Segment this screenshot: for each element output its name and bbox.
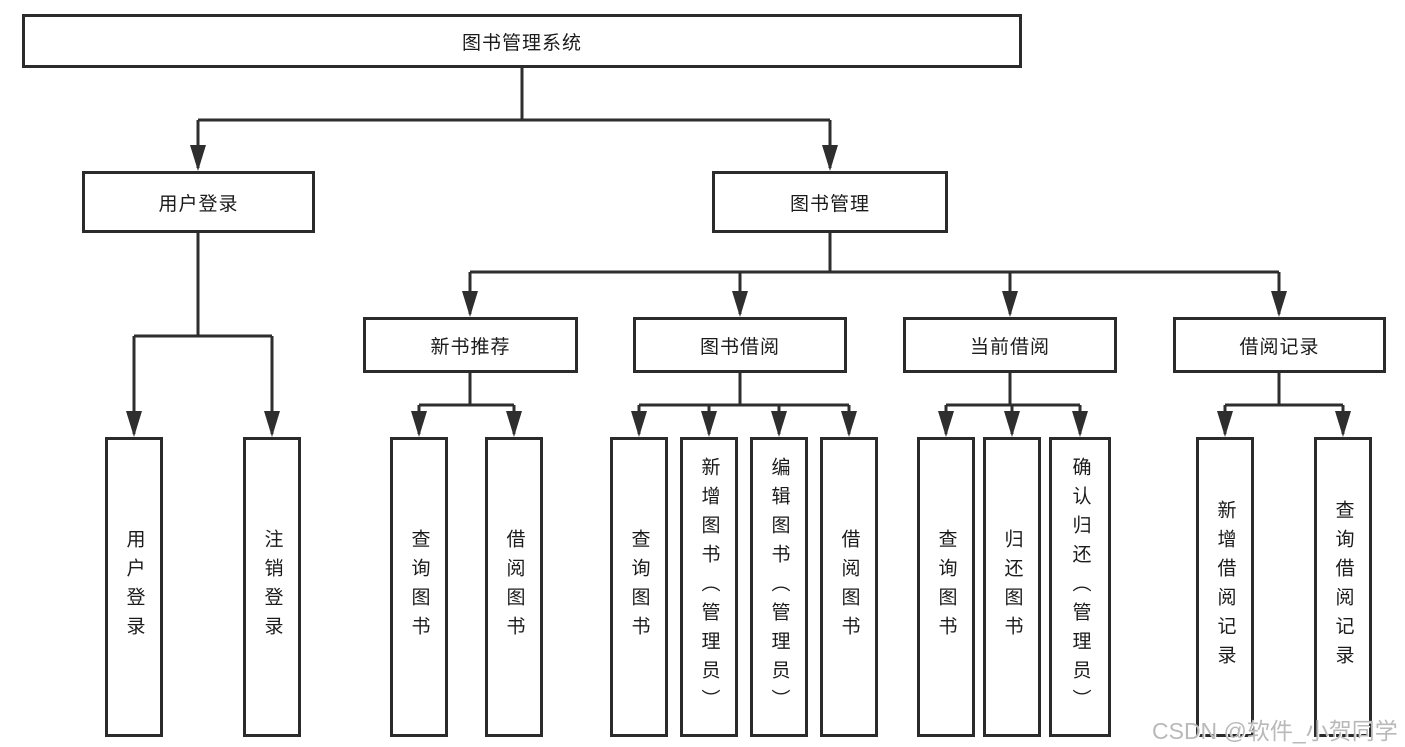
leaf-current-query-books: 查询图书 (917, 437, 975, 737)
leaf-add-borrow-record-label: 新增借阅记录 (1214, 500, 1236, 674)
leaf-user-login: 用户登录 (105, 437, 163, 737)
arrowhead (1271, 291, 1287, 317)
node-user-login: 用户登录 (82, 171, 315, 233)
node-book-management-label: 图书管理 (789, 193, 870, 215)
leaf-add-books-admin: 新增图书（管理员） (680, 437, 738, 737)
node-current-borrow-label: 当前借阅 (969, 336, 1050, 358)
leaf-add-books-admin-label: 新增图书（管理员） (698, 456, 720, 718)
arrowhead (462, 291, 478, 317)
arrowhead (1072, 411, 1088, 437)
node-user-login-label: 用户登录 (158, 193, 239, 215)
leaf-logout: 注销登录 (243, 437, 301, 737)
leaf-confirm-return-admin: 确认归还（管理员） (1049, 437, 1111, 737)
leaf-borrow-query-books-label: 查询图书 (628, 529, 650, 645)
leaf-newbooks-query-books-label: 查询图书 (408, 529, 430, 645)
arrowhead (1004, 411, 1020, 437)
arrowhead (938, 411, 954, 437)
leaf-newbooks-borrow-books: 借阅图书 (485, 437, 543, 737)
leaf-user-login-label: 用户登录 (123, 529, 145, 645)
connector-lines (132, 68, 1345, 434)
connector-arrowheads (126, 145, 1351, 437)
arrowhead (411, 411, 427, 437)
arrowhead (1335, 411, 1351, 437)
leaf-confirm-return-admin-label: 确认归还（管理员） (1069, 456, 1091, 718)
node-book-borrow-label: 图书借阅 (699, 336, 780, 358)
leaf-borrow-query-books: 查询图书 (610, 437, 668, 737)
node-root: 图书管理系统 (22, 14, 1022, 68)
arrowhead (1002, 291, 1018, 317)
arrowhead (190, 145, 206, 171)
node-root-label: 图书管理系统 (461, 32, 582, 54)
arrowhead (732, 291, 748, 317)
arrowhead (126, 411, 142, 437)
node-book-borrow: 图书借阅 (633, 317, 847, 373)
node-borrow-records: 借阅记录 (1173, 317, 1386, 373)
node-current-borrow: 当前借阅 (903, 317, 1117, 373)
arrowhead (506, 411, 522, 437)
leaf-query-borrow-record: 查询借阅记录 (1314, 437, 1372, 737)
leaf-newbooks-query-books: 查询图书 (390, 437, 448, 737)
arrowhead (264, 411, 280, 437)
arrowhead (822, 145, 838, 171)
node-new-books: 新书推荐 (363, 317, 578, 373)
leaf-logout-label: 注销登录 (261, 529, 283, 645)
csdn-watermark: CSDN @软件_小贺同学 (1152, 718, 1398, 744)
arrowhead (771, 411, 787, 437)
arrowhead (1217, 411, 1233, 437)
leaf-borrow-borrow-books: 借阅图书 (820, 437, 878, 737)
node-book-management: 图书管理 (712, 171, 948, 233)
leaf-return-books: 归还图书 (983, 437, 1041, 737)
leaf-borrow-borrow-books-label: 借阅图书 (838, 529, 860, 645)
arrowhead (841, 411, 857, 437)
leaf-current-query-books-label: 查询图书 (935, 529, 957, 645)
node-new-books-label: 新书推荐 (430, 336, 511, 358)
leaf-edit-books-admin-label: 编辑图书（管理员） (768, 456, 790, 718)
arrowhead (631, 411, 647, 437)
leaf-newbooks-borrow-books-label: 借阅图书 (503, 529, 525, 645)
leaf-edit-books-admin: 编辑图书（管理员） (750, 437, 808, 737)
node-borrow-records-label: 借阅记录 (1239, 336, 1320, 358)
connector-rails (134, 68, 1343, 407)
leaf-return-books-label: 归还图书 (1001, 529, 1023, 645)
leaf-query-borrow-record-label: 查询借阅记录 (1332, 500, 1354, 674)
arrowhead (701, 411, 717, 437)
leaf-add-borrow-record: 新增借阅记录 (1196, 437, 1254, 737)
